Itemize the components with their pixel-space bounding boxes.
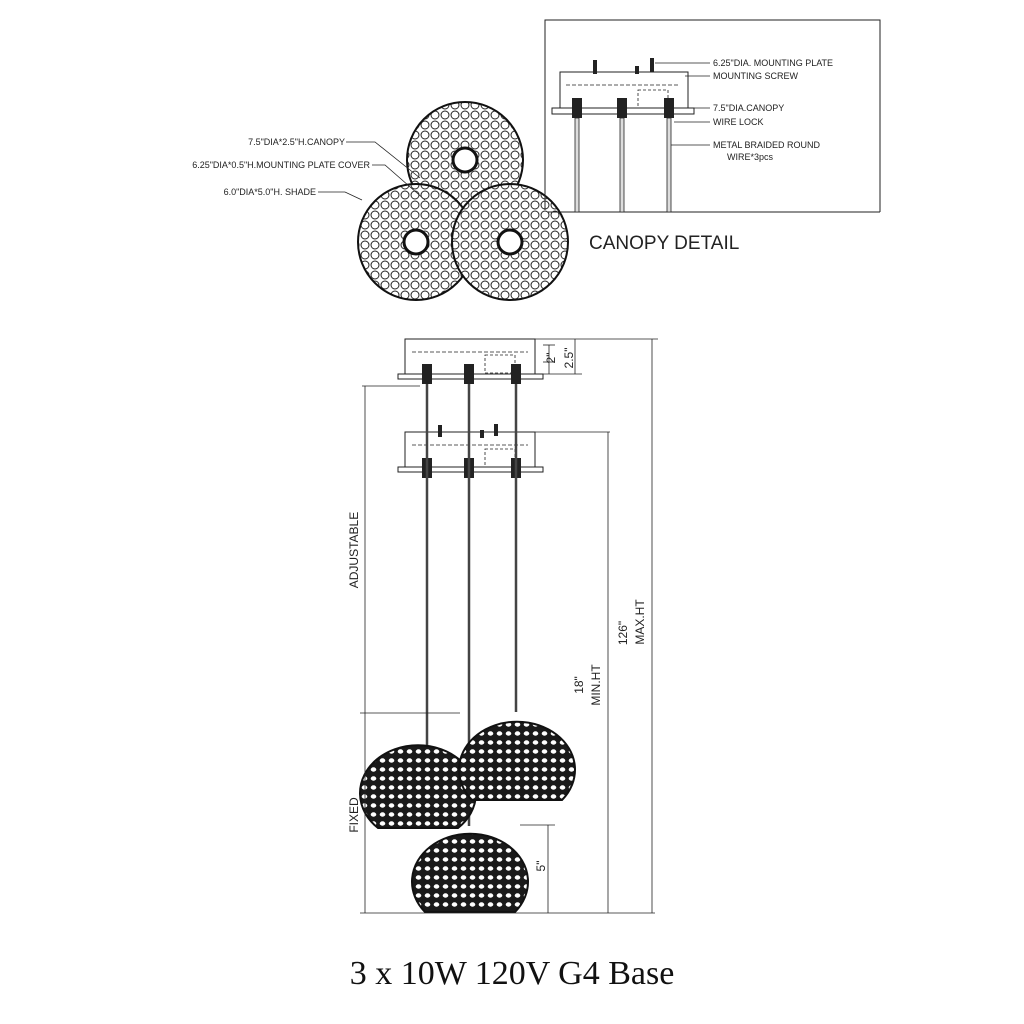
shade-bottom [411, 832, 529, 913]
fixed-label: FIXED [347, 797, 361, 833]
spec-caption: 3 x 10W 120V G4 Base [349, 955, 675, 992]
shade-height-label: 5" [534, 861, 548, 872]
wire-lock-2 [617, 98, 627, 118]
wire-label-line2: WIRE*3pcs [727, 152, 774, 162]
min-height-label: MIN.HT [589, 664, 603, 706]
max-height-label: MAX.HT [633, 599, 647, 645]
canopy-label: 7.5"DIA*2.5"H.CANOPY [248, 137, 345, 147]
top-socket-1 [451, 146, 479, 174]
wire-label-line1: METAL BRAIDED ROUND [713, 140, 821, 150]
top-socket-3 [496, 228, 524, 256]
detail-canopy-label: 7.5"DIA.CANOPY [713, 103, 784, 113]
detail-wire-2 [619, 117, 625, 213]
min-height-value: 18" [572, 676, 586, 694]
wire-lock-1 [572, 98, 582, 118]
canopy-detail-title: CANOPY DETAIL [589, 233, 739, 254]
dim-2-5: 2.5" [562, 348, 576, 369]
detail-wire-1 [574, 117, 580, 213]
top-view: 7.5"DIA*2.5"H.CANOPY 6.25"DIA*0.5"H.MOUN… [192, 101, 569, 301]
side-view: 2" 2.5" ADJUSTABLE FIXED 18" [347, 338, 658, 914]
plate-cover-label: 6.25"DIA*0.5"H.MOUNTING PLATE COVER [192, 160, 370, 170]
mounting-screw-label: MOUNTING SCREW [713, 71, 799, 81]
mounting-plate-label: 6.25"DIA. MOUNTING PLATE [713, 58, 833, 68]
shade-label: 6.0"DIA*5.0"H. SHADE [224, 187, 316, 197]
wire-lock-3 [664, 98, 674, 118]
shade-left [359, 744, 477, 829]
adjustable-label: ADJUSTABLE [347, 512, 361, 588]
dim-2: 2" [544, 353, 558, 364]
wire-lock-label: WIRE LOCK [713, 117, 764, 127]
top-socket-2 [402, 228, 430, 256]
canopy-detail: 6.25"DIA. MOUNTING PLATE MOUNTING SCREW … [544, 19, 881, 254]
detail-wire-3 [666, 117, 672, 213]
max-height-value: 126" [616, 621, 630, 645]
shade-right [458, 720, 576, 801]
